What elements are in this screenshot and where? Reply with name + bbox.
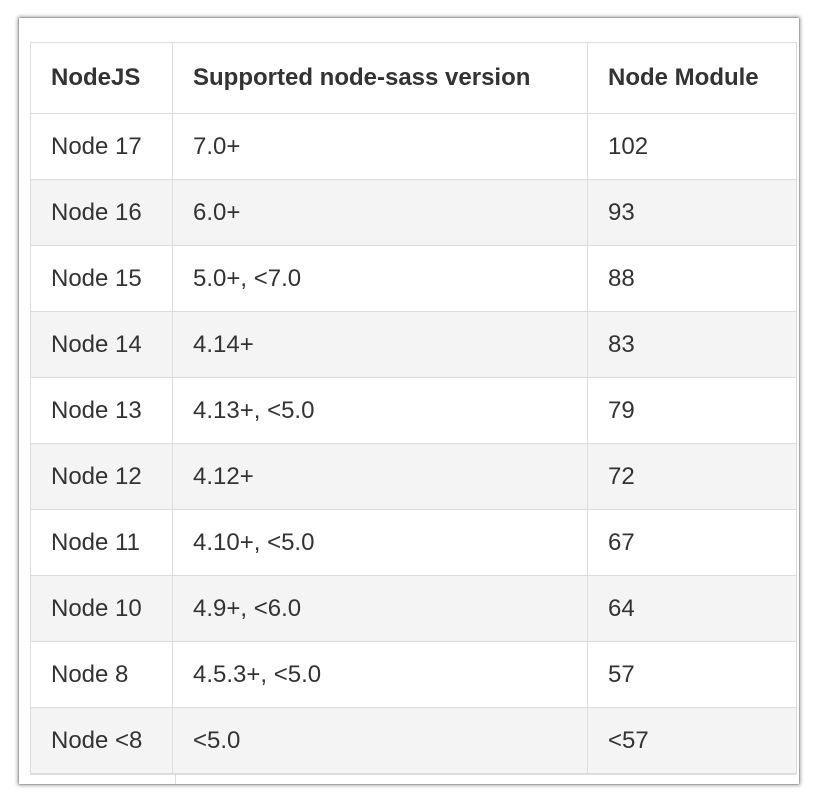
cell-node-sass-version: 4.5.3+, <5.0 xyxy=(172,641,588,708)
header-node-module: Node Module xyxy=(587,42,797,114)
header-nodejs: NodeJS xyxy=(30,42,173,114)
table-row: Node 10 4.9+, <6.0 64 xyxy=(30,575,797,642)
cell-nodejs: Node <8 xyxy=(30,707,173,774)
cell-node-sass-version: 6.0+ xyxy=(172,179,588,246)
cell-node-module: 57 xyxy=(587,641,797,708)
cell-node-module: 93 xyxy=(587,179,797,246)
cell-nodejs: Node 17 xyxy=(30,113,173,180)
node-sass-compatibility-table: NodeJS Supported node-sass version Node … xyxy=(30,42,797,774)
cell-node-sass-version: 4.10+, <5.0 xyxy=(172,509,588,576)
header-node-sass-version: Supported node-sass version xyxy=(172,42,588,114)
cell-node-module: 64 xyxy=(587,575,797,642)
table-continuation-divider xyxy=(175,774,176,784)
cell-nodejs: Node 14 xyxy=(30,311,173,378)
table-row: Node 17 7.0+ 102 xyxy=(30,113,797,180)
cell-nodejs: Node 12 xyxy=(30,443,173,510)
cell-node-module: 88 xyxy=(587,245,797,312)
cell-nodejs: Node 8 xyxy=(30,641,173,708)
cell-node-sass-version: 7.0+ xyxy=(172,113,588,180)
table-row: Node 12 4.12+ 72 xyxy=(30,443,797,510)
table-row: Node <8 <5.0 <57 xyxy=(30,707,797,774)
cell-node-module: 72 xyxy=(587,443,797,510)
cell-node-sass-version: 4.13+, <5.0 xyxy=(172,377,588,444)
cell-nodejs: Node 13 xyxy=(30,377,173,444)
table-header-row: NodeJS Supported node-sass version Node … xyxy=(30,42,797,114)
table-card: NodeJS Supported node-sass version Node … xyxy=(19,18,799,784)
table-continuation xyxy=(30,774,796,784)
cell-node-module: 79 xyxy=(587,377,797,444)
table-row: Node 16 6.0+ 93 xyxy=(30,179,797,246)
cell-nodejs: Node 16 xyxy=(30,179,173,246)
cell-node-sass-version: 4.12+ xyxy=(172,443,588,510)
cell-nodejs: Node 11 xyxy=(30,509,173,576)
cell-node-sass-version: 4.14+ xyxy=(172,311,588,378)
cell-node-module: 67 xyxy=(587,509,797,576)
cell-node-sass-version: <5.0 xyxy=(172,707,588,774)
cell-node-sass-version: 4.9+, <6.0 xyxy=(172,575,588,642)
table-row: Node 15 5.0+, <7.0 88 xyxy=(30,245,797,312)
cell-node-module: 83 xyxy=(587,311,797,378)
cell-nodejs: Node 15 xyxy=(30,245,173,312)
table-row: Node 13 4.13+, <5.0 79 xyxy=(30,377,797,444)
cell-node-module: <57 xyxy=(587,707,797,774)
cell-nodejs: Node 10 xyxy=(30,575,173,642)
cell-node-module: 102 xyxy=(587,113,797,180)
table-row: Node 8 4.5.3+, <5.0 57 xyxy=(30,641,797,708)
table-row: Node 11 4.10+, <5.0 67 xyxy=(30,509,797,576)
table-row: Node 14 4.14+ 83 xyxy=(30,311,797,378)
cell-node-sass-version: 5.0+, <7.0 xyxy=(172,245,588,312)
